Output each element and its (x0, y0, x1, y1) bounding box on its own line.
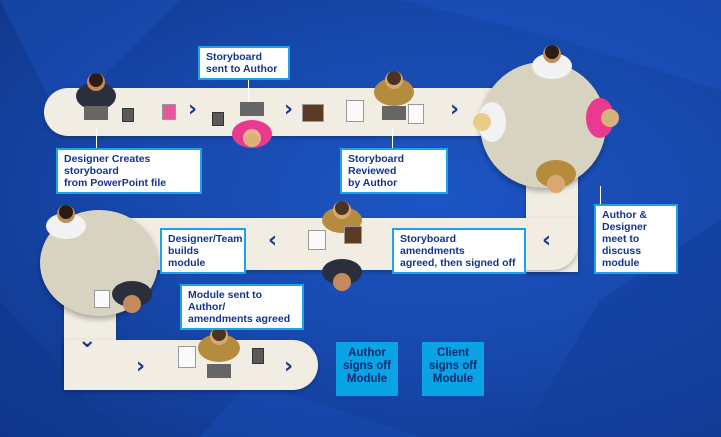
chevron-right-icon: › (136, 354, 146, 379)
tablet-icon (252, 348, 264, 364)
meeting-person-right (586, 98, 619, 138)
callout-pointer (600, 186, 601, 204)
callout-storyboard-reviewed: Storyboard Reviewed by Author (340, 148, 448, 194)
client-signs-off-box: Client signs off Module (422, 342, 484, 396)
team-person-bottom (112, 281, 152, 313)
callout-designer-creates: Designer Creates storyboard from PowerPo… (56, 148, 202, 194)
meeting-person-bottom (536, 160, 576, 193)
tablet-icon (212, 112, 224, 126)
document-icon (94, 290, 110, 308)
author-figure-bottom (198, 327, 240, 378)
author-signs-off-box: Author signs off Module (336, 342, 398, 396)
callout-pointer (392, 128, 393, 148)
chevron-right-icon: › (284, 97, 294, 122)
chevron-right-icon: › (188, 97, 198, 122)
chevron-right-icon: › (284, 354, 294, 379)
callout-designer-team-builds: Designer/Team builds module (160, 228, 246, 274)
callout-module-sent: Module sent to Author/ amendments agreed (180, 284, 304, 330)
chevron-left-icon: ‹ (542, 228, 552, 253)
document-icon (408, 104, 424, 124)
signoff-figure-bottom (322, 259, 362, 291)
chevron-down-icon: ⌄ (78, 328, 97, 353)
tablet-icon (122, 108, 134, 122)
author-figure-reviewing (374, 71, 414, 120)
callout-amendments-agreed: Storyboard amendments agreed, then signe… (392, 228, 526, 274)
chevron-left-icon: ‹ (268, 228, 278, 253)
callout-pointer (248, 80, 249, 102)
folder-icon (302, 104, 324, 122)
meeting-person-left (473, 102, 506, 142)
team-person-top (46, 205, 86, 239)
document-icon (178, 346, 196, 368)
document-icon (346, 100, 364, 122)
callout-storyboard-sent: Storyboard sent to Author (198, 46, 290, 80)
document-icon (308, 230, 326, 250)
author-figure-pink (232, 102, 272, 148)
storyboard-doc-icon (162, 104, 176, 120)
chevron-right-icon: › (450, 97, 460, 122)
meeting-person-top (532, 45, 572, 79)
callout-pointer (96, 128, 97, 148)
callout-author-designer-meet: Author & Designer meet to discuss module (594, 204, 678, 274)
folder-icon (344, 226, 362, 244)
designer-figure (76, 73, 116, 120)
